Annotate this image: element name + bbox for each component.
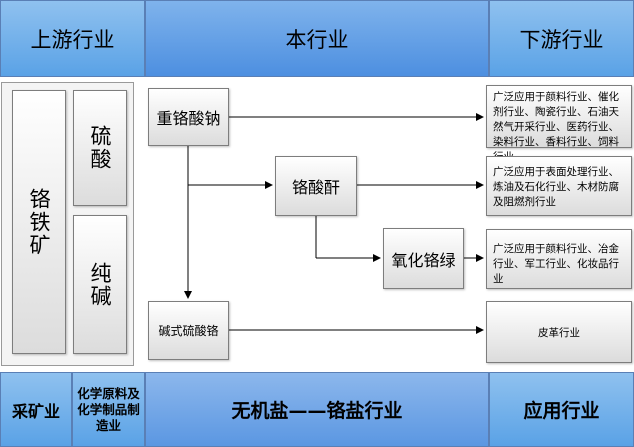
ore-box: 铬铁矿 — [12, 90, 66, 354]
footer-chemical: 化学原料及化学制品制造业 — [72, 372, 145, 447]
downstream-text-4: 皮革行业 — [538, 326, 580, 339]
ore-label: 铬铁矿 — [27, 187, 51, 257]
downstream-box-4: 皮革行业 — [486, 301, 632, 363]
downstream-text-1: 广泛应用于颜料行业、催化剂行业、陶瓷行业、石油天然气开采行业、医药行业、染料行业… — [493, 91, 619, 163]
footer-mining: 采矿业 — [0, 372, 72, 447]
soda-label: 纯碱 — [88, 261, 112, 308]
footer-mining-label: 采矿业 — [11, 401, 60, 421]
downstream-box-1: 广泛应用于颜料行业、催化剂行业、陶瓷行业、石油天然气开采行业、医药行业、染料行业… — [486, 85, 632, 163]
header-downstream-label: 下游行业 — [519, 27, 604, 52]
footer-application: 应用行业 — [489, 372, 634, 447]
header-industry: 本行业 — [145, 0, 489, 77]
chrome-oxide-green-label: 氧化铬绿 — [391, 250, 456, 270]
downstream-box-3: 广泛应用于颜料行业、冶金行业、军工行业、化妆品行业 — [486, 229, 632, 289]
chromic-anhydride-label: 铬酸酐 — [291, 178, 340, 197]
basic-chromium-sulfate-box: 碱式硫酸铬 — [148, 301, 229, 360]
chromic-anhydride-box: 铬酸酐 — [275, 156, 357, 216]
acid-label: 硫酸 — [88, 125, 112, 171]
footer-chemical-label: 化学原料及化学制品制造业 — [77, 385, 140, 433]
downstream-text-3: 广泛应用于颜料行业、冶金行业、军工行业、化妆品行业 — [493, 243, 619, 285]
footer-inorganic: 无机盐——铬盐行业 — [145, 372, 489, 447]
header-downstream: 下游行业 — [489, 0, 634, 77]
sodium-dichromate-box: 重铬酸钠 — [148, 88, 229, 146]
downstream-text-2: 广泛应用于表面处理行业、炼油及石化行业、木材防腐及阻燃剂行业 — [493, 166, 619, 208]
footer-inorganic-label: 无机盐——铬盐行业 — [231, 400, 403, 422]
chrome-oxide-green-box: 氧化铬绿 — [383, 228, 464, 289]
sodium-dichromate-label: 重铬酸钠 — [156, 109, 221, 128]
header-upstream: 上游行业 — [0, 0, 145, 77]
acid-box: 硫酸 — [73, 90, 127, 206]
header-industry-label: 本行业 — [285, 27, 349, 52]
footer-application-label: 应用行业 — [523, 400, 600, 422]
header-upstream-label: 上游行业 — [30, 27, 115, 52]
basic-chromium-sulfate-label: 碱式硫酸铬 — [158, 324, 219, 338]
soda-box: 纯碱 — [73, 215, 127, 354]
downstream-box-2: 广泛应用于表面处理行业、炼油及石化行业、木材防腐及阻燃剂行业 — [486, 156, 632, 216]
